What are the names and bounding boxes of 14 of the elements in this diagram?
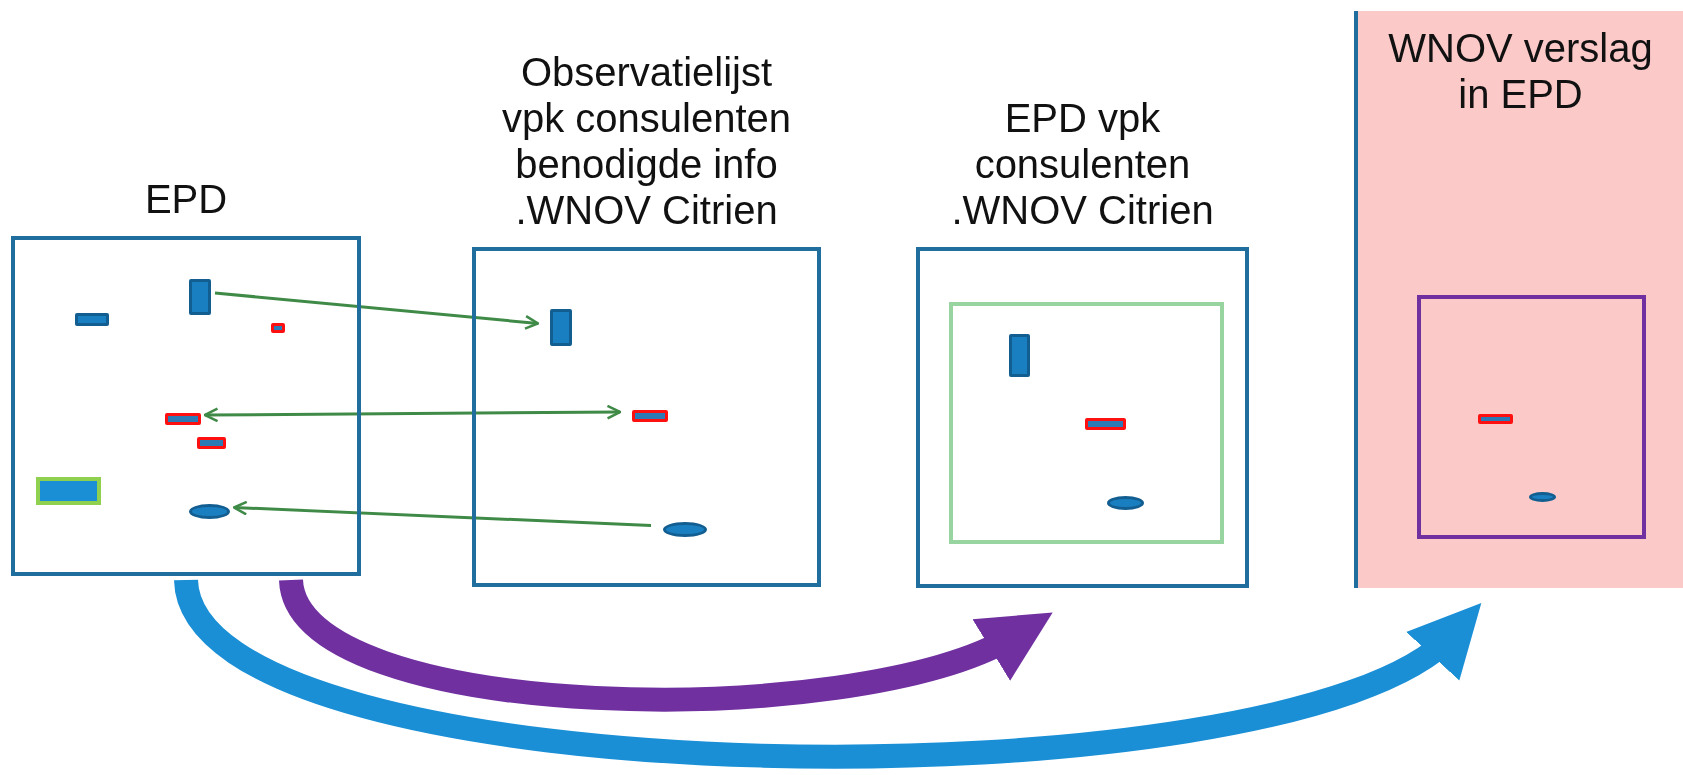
panel-heading: WNOV verslag in EPD — [1388, 25, 1653, 117]
record-oval — [663, 522, 707, 537]
record-oval — [189, 504, 230, 519]
record-field — [632, 410, 668, 422]
panel-heading: EPD — [143, 176, 229, 222]
record-field — [165, 413, 201, 425]
arrow — [203, 404, 622, 423]
panel-heading: Observatielijst vpk consulenten benodigde info .WNOV Citrien — [500, 49, 793, 233]
record-block — [550, 309, 572, 346]
arrow — [232, 500, 652, 527]
arrow — [214, 291, 540, 330]
panel-heading: EPD vpk consulenten .WNOV Citrien — [950, 95, 1215, 233]
highlighted-panel — [1354, 11, 1683, 588]
record-block — [189, 279, 211, 315]
